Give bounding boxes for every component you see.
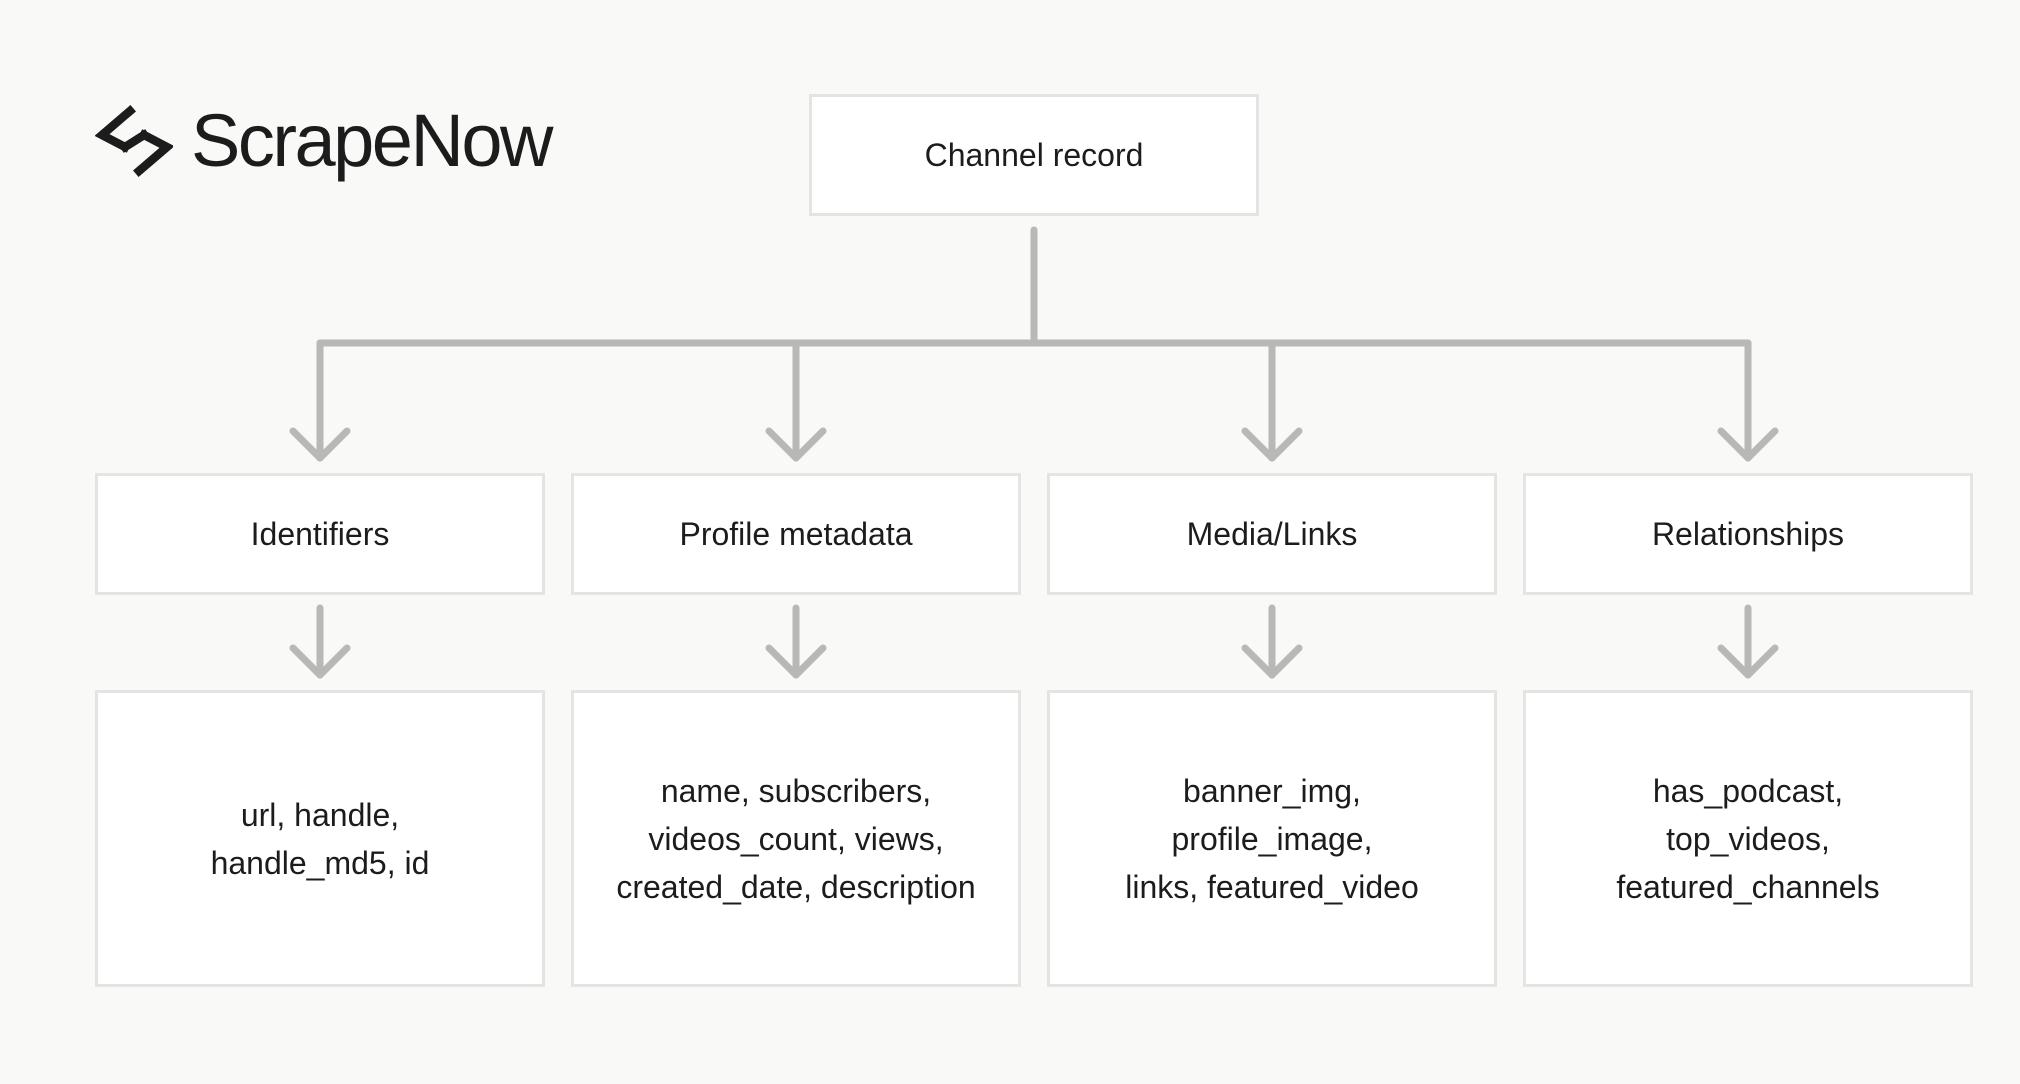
brand-name: ScrapeNow [191,99,554,182]
fields-list: banner_img, profile_image, links, featur… [1125,772,1419,905]
category-label: Identifiers [250,516,390,552]
fields-node-profile-metadata: name, subscribers, videos_count, views, … [571,690,1021,987]
category-node-media-links: Media/Links [1047,473,1497,595]
category-label: Profile metadata [679,516,913,552]
fields-node-media-links: banner_img, profile_image, links, featur… [1047,690,1497,987]
category-node-relationships: Relationships [1523,473,1973,595]
category-node-identifiers: Identifiers [95,473,545,595]
arrow-head-media-links [1241,427,1303,462]
category-node-profile-metadata: Profile metadata [571,473,1021,595]
fields-list: has_podcast, top_videos, featured_channe… [1616,772,1880,905]
fields-arrow-head-relationships [1717,644,1779,679]
fields-arrow-head-media-links [1241,644,1303,679]
scrapenow-logo-icon [95,105,173,177]
root-node-label: Channel record [924,137,1144,173]
fields-arrow-head-identifiers [289,644,351,679]
fields-list: name, subscribers, videos_count, views, … [616,772,976,905]
brand-logo: ScrapeNow [95,99,554,182]
fields-node-relationships: has_podcast, top_videos, featured_channe… [1523,690,1973,987]
category-label: Relationships [1651,516,1845,552]
fields-node-identifiers: url, handle, handle_md5, id [95,690,545,987]
category-label: Media/Links [1186,516,1358,552]
arrow-head-profile-metadata [765,427,827,462]
root-node: Channel record [809,94,1259,216]
fields-arrow-head-profile-metadata [765,644,827,679]
arrow-head-relationships [1717,427,1779,462]
fields-list: url, handle, handle_md5, id [210,796,430,881]
arrow-head-identifiers [289,427,351,462]
